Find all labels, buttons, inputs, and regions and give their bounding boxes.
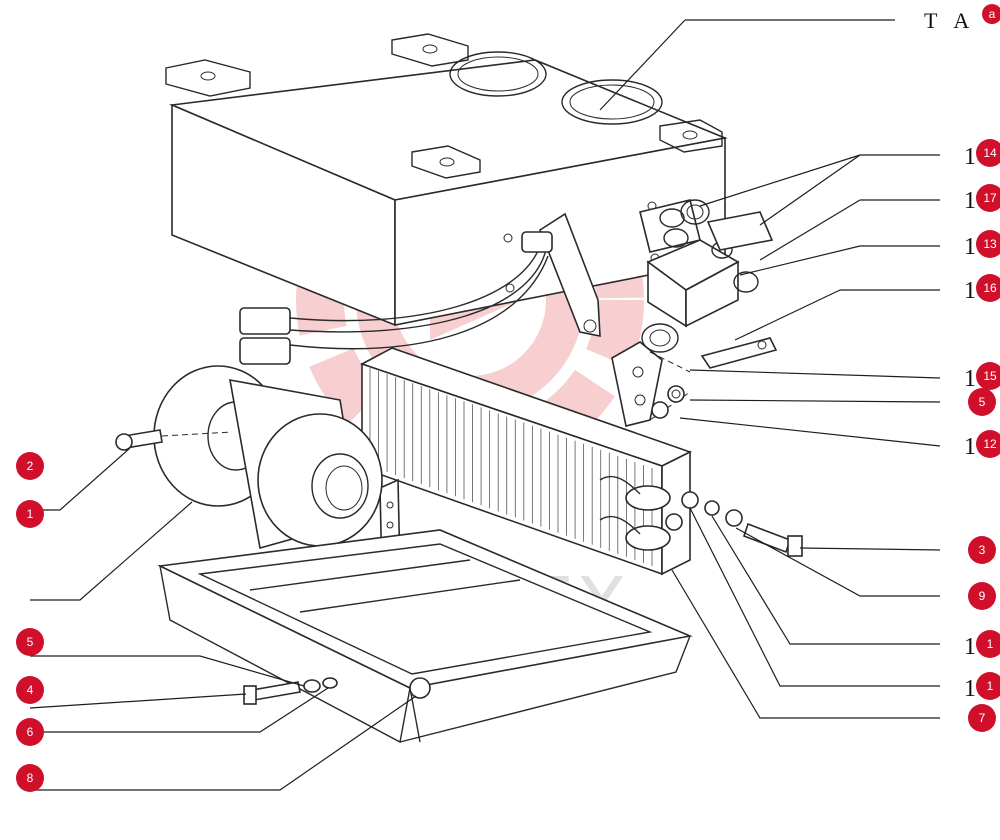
mounting-plate	[611, 341, 691, 427]
callouts-left: 2 1 5 4 6 8	[16, 452, 44, 792]
callout-label: 17	[983, 191, 997, 205]
callout-prefix: 1	[964, 144, 976, 170]
callout-label: 8	[27, 771, 34, 785]
callout-badge	[968, 582, 996, 610]
blower-motor	[115, 365, 383, 550]
callout-label: 9	[979, 589, 986, 603]
heater-valve	[641, 211, 778, 369]
callout-label: 5	[979, 395, 986, 409]
callout-label: 14	[983, 146, 997, 160]
leader-lines	[29, 19, 941, 791]
callout-prefix: 1	[964, 366, 976, 392]
callout-label: 13	[983, 237, 997, 251]
callout-badge	[16, 676, 44, 704]
callout-prefix: 1	[964, 634, 976, 660]
callout-label: 15	[983, 369, 997, 383]
callout-badge	[968, 704, 996, 732]
callout-badge	[968, 388, 996, 416]
callout-badge	[976, 230, 1000, 258]
callout-badge	[976, 672, 1000, 700]
title-badge-circle	[982, 4, 1000, 24]
heater-core	[359, 347, 693, 580]
callout-badge	[16, 500, 44, 528]
fasteners	[243, 491, 803, 705]
callouts-right: 1 14 1 17 1 13 1 16 1 15 5 1 12 3 9 1 1 …	[964, 139, 1000, 732]
callout-label: 2	[27, 459, 34, 473]
callout-badge	[16, 718, 44, 746]
callout-prefix: 1	[964, 278, 976, 304]
callout-label: 6	[27, 725, 34, 739]
callout-prefix: 1	[964, 434, 976, 460]
callout-badge	[976, 630, 1000, 658]
callout-badge	[976, 430, 1000, 458]
callout-label: 12	[983, 437, 997, 451]
callout-prefix: 1	[964, 676, 976, 702]
callout-label: 1	[987, 679, 994, 693]
diagram-title: T A	[924, 8, 975, 33]
callout-badge	[976, 274, 1000, 302]
callout-label: 16	[983, 281, 997, 295]
callout-badge	[16, 764, 44, 792]
callout-badge	[976, 362, 1000, 390]
callout-label: 5	[27, 635, 34, 649]
callout-badge	[16, 628, 44, 656]
callout-label: 7	[979, 711, 986, 725]
callout-label: 1	[987, 637, 994, 651]
callout-label: 1	[27, 507, 34, 521]
valve-bracket	[539, 199, 710, 337]
callout-badge	[968, 536, 996, 564]
callout-label: 4	[27, 683, 34, 697]
callout-label: 3	[979, 543, 986, 557]
callout-prefix: 1	[964, 234, 976, 260]
title-badge-text: a	[989, 7, 996, 21]
callout-badge	[976, 184, 1000, 212]
drain-tray	[157, 529, 693, 744]
callout-badge	[976, 139, 1000, 167]
callout-badge	[16, 452, 44, 480]
callout-prefix: 1	[964, 188, 976, 214]
wire-harness	[239, 231, 553, 365]
